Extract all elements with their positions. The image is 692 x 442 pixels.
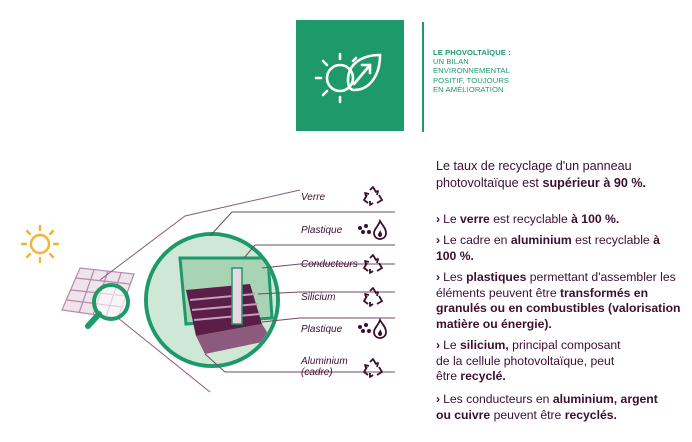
sun-icon	[20, 224, 60, 264]
bullet-text: Le cadre en	[443, 233, 511, 247]
bullet-text: Le	[443, 212, 461, 226]
bullet-conducteurs: ›Les conducteurs en aluminium, argent ou…	[436, 392, 676, 423]
bullet-bold: aluminium, argent ou cuivre	[436, 392, 658, 422]
logo-box	[296, 20, 404, 131]
label-silicium: Silicium	[301, 292, 336, 303]
bullet-mark: ›	[436, 233, 441, 247]
bullet-silicium: ›Le silicium, principal composant de la …	[436, 338, 636, 385]
bullet-text: principal composant de la cellule photov…	[436, 338, 621, 384]
bullet-text: Les	[443, 270, 467, 284]
panel-illustration	[20, 189, 395, 393]
bullet-bold: aluminium	[510, 233, 572, 247]
bullet-text: Les conducteurs en	[443, 392, 553, 406]
intro-text-part: Le taux de recyclage d'un panneau photov…	[436, 159, 632, 190]
granules-flame-icon	[358, 219, 387, 240]
bullet-bold: recyclé.	[460, 369, 506, 384]
bullet-mark: ›	[436, 270, 441, 284]
recycle-icon	[363, 186, 383, 206]
bullet-text: est recyclable	[571, 233, 654, 247]
header-title: LE PHOVOLTAÏQUE : UN BILAN ENVIRONNEMENT…	[433, 48, 533, 94]
intro-text: Le taux de recyclage d'un panneau photov…	[436, 158, 681, 191]
label-aluminium: Aluminium	[301, 356, 348, 367]
bullet-plastiques: ›Les plastiques permettant d'assembler l…	[436, 270, 684, 332]
recycle-icon	[363, 358, 383, 378]
label-plastique: Plastique	[301, 324, 343, 335]
bullet-mark: ›	[436, 392, 441, 406]
bullet-aluminium: ›Le cadre en aluminium est recyclable à …	[436, 233, 662, 264]
header-line: UN BILAN	[433, 57, 469, 67]
bullet-text: est recyclable	[489, 212, 572, 226]
label-verre: Verre	[301, 192, 326, 203]
intro-text-bold: supérieur à 90 %.	[542, 175, 647, 190]
bullet-text: peuvent être	[490, 407, 565, 422]
header-line: POSITIF, TOUJOURS	[433, 75, 510, 85]
label-plastique: Plastique	[301, 225, 343, 236]
bullet-bold: verre	[460, 212, 490, 226]
bullet-bold: plastiques	[466, 270, 527, 284]
bullet-bold: à 100 %.	[436, 233, 660, 263]
granules-flame-icon	[358, 318, 387, 339]
bullet-text: permettant d'assembler les éléments peuv…	[436, 270, 676, 300]
header-line: LE PHOVOLTAÏQUE :	[433, 48, 511, 57]
recycle-icon	[363, 287, 383, 307]
label-aluminium-cadre: (cadre)	[301, 367, 333, 378]
header-line: EN AMÉLIORATION	[433, 84, 504, 94]
magnifier-icon	[85, 283, 130, 329]
recycle-icon	[363, 254, 383, 274]
bullet-bold: à 100 %.	[571, 212, 620, 226]
header-divider	[422, 22, 424, 132]
sun-leaf-icon	[314, 52, 382, 104]
header-line: ENVIRONNEMENTAL	[433, 66, 510, 76]
bullet-mark: ›	[436, 212, 441, 226]
panel-layers-zoom	[148, 236, 276, 364]
bullet-bold: recyclés.	[564, 407, 617, 422]
bullet-bold: transformés en granulés ou en combustibl…	[436, 285, 681, 331]
bullet-mark: ›	[436, 338, 441, 352]
bullet-text: Le	[443, 338, 461, 352]
label-conducteurs: Conducteurs	[301, 259, 358, 270]
bullet-bold: silicium,	[460, 338, 509, 352]
bullet-verre: ›Le verre est recyclable à 100 %.	[436, 212, 686, 228]
